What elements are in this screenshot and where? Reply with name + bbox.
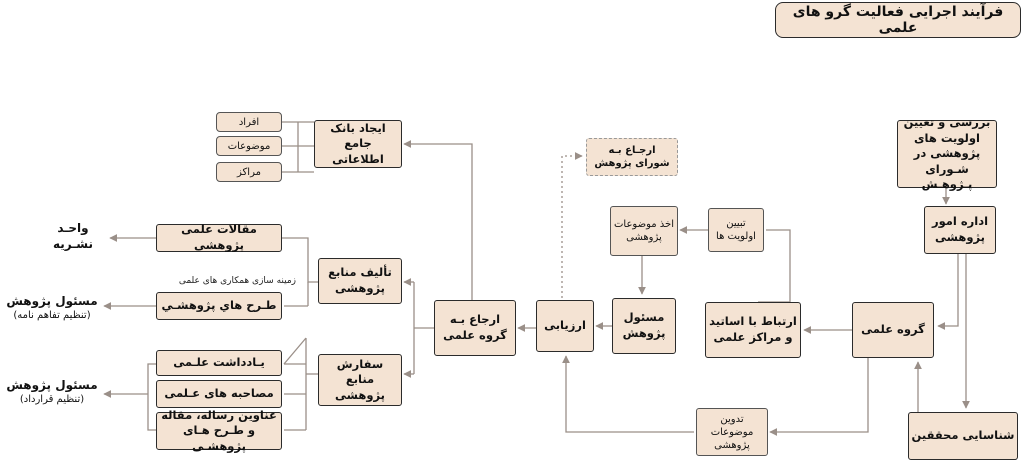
- review-priorities-box: بررسی و تعیین اولویت های پژوهشی در شـورا…: [897, 115, 997, 191]
- evaluation-box: ارزیابی: [536, 300, 594, 352]
- contact-professors-box: ارتباط با اساتید و مراکز علمی: [705, 302, 801, 358]
- centers-box: مراکز: [216, 162, 282, 182]
- topics-box: موضوعات: [216, 136, 282, 156]
- officer-contract-title: مسئول پژوهش: [6, 378, 98, 393]
- officer-contract-box: مسئول پژوهش (تنظیم قرارداد): [2, 368, 102, 416]
- authoring-box: تألیف منابع پژوهشی: [318, 258, 402, 304]
- refer-group-box: ارجاع بـه گروه علمی: [434, 300, 516, 356]
- diagram-title: فرآیند اجرایی فعالیت گرو های علمی: [775, 2, 1021, 38]
- commissioning-box: سفارش منابع پژوهشی: [318, 354, 402, 406]
- extract-topics-box: اخذ موضوعات پژوهشی: [610, 206, 678, 256]
- thesis-titles-box: عناوین رساله، مقاله و طـرح هـای پژوهشـی: [156, 408, 282, 453]
- determine-priorities-box: تبیین اولویت ها: [708, 208, 764, 252]
- research-admin-box: اداره امور پژوهشی: [924, 206, 996, 254]
- officer-mou-box: مسئول پژوهش (تنظیم تفاهم نامه): [2, 284, 102, 332]
- create-database-box: ایجاد بانک جامع اطلاعاتی: [314, 120, 402, 168]
- research-officer-box: مسئول پژوهش: [612, 298, 676, 354]
- scientific-notes-box: یـادداشت علـمی: [156, 350, 282, 376]
- identify-researchers-box: شناسایی محققین: [908, 412, 1018, 460]
- refer-council-box: ارجـاع بـه شورای پژوهش: [586, 138, 678, 176]
- officer-contract-sub: (تنظیم قرارداد): [19, 394, 85, 406]
- scientific-interviews-box: مصاحبه های عـلمی: [156, 380, 282, 408]
- compile-topics-box: تدوین موضوعات پژوهشی: [696, 408, 768, 456]
- publishing-unit-box: واحـد نشـریه: [38, 212, 108, 260]
- scientific-group-box: گروه علمی: [852, 302, 934, 358]
- cooperation-note: زمینه سازی همکاری های علمی: [178, 276, 296, 286]
- individuals-box: افراد: [216, 112, 282, 132]
- officer-mou-sub: (تنظیم تفاهم نامه): [13, 310, 91, 322]
- research-projects-box: طـرح هاي پژوهشـي: [156, 292, 282, 320]
- scientific-articles-box: مقالات علمی پژوهشی: [156, 222, 282, 252]
- officer-mou-title: مسئول پژوهش: [6, 294, 98, 309]
